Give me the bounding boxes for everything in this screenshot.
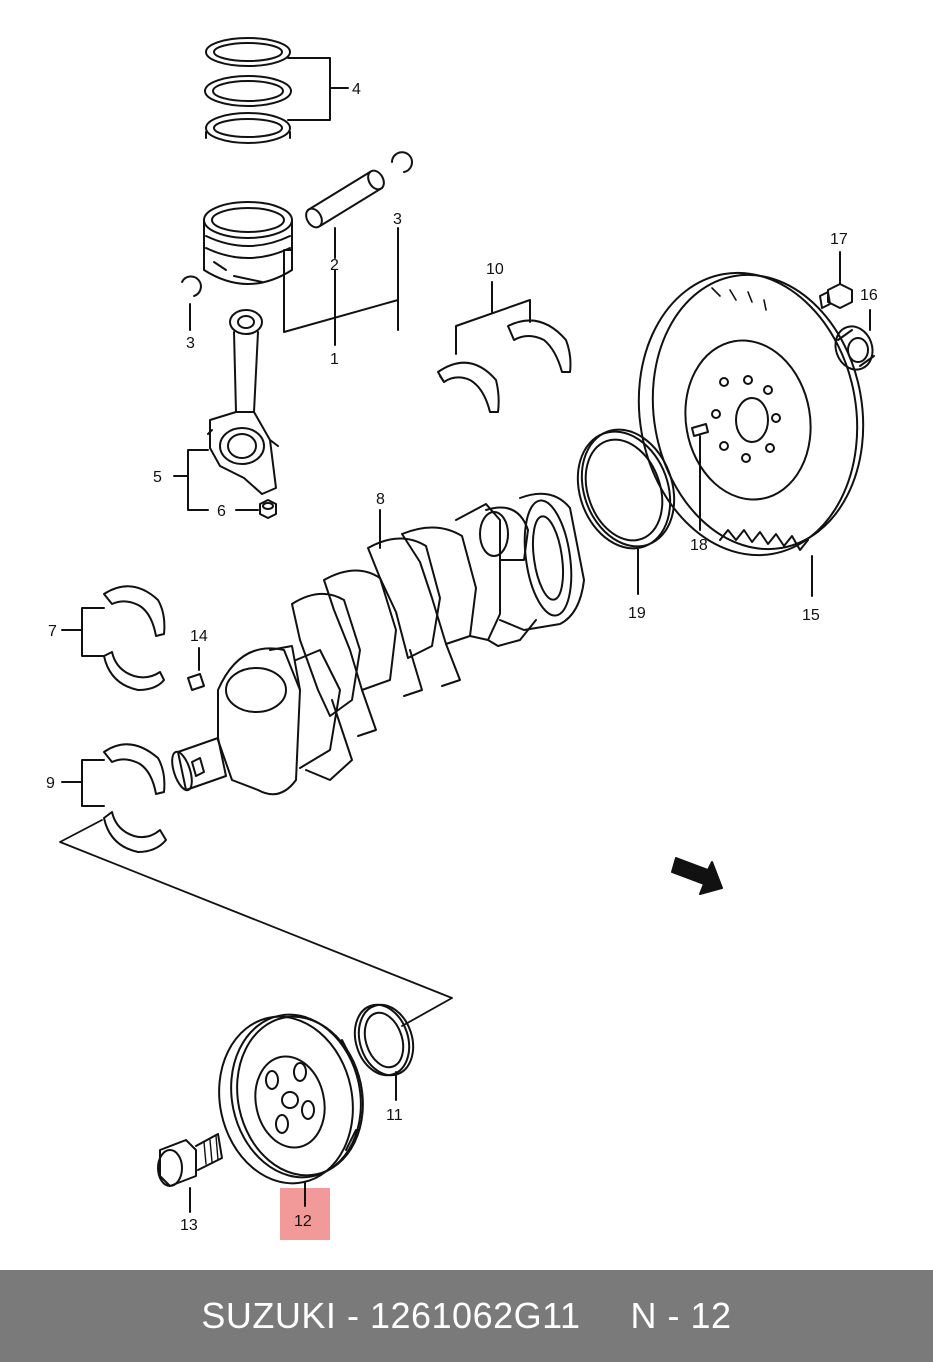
label-12: 12 bbox=[294, 1213, 312, 1230]
label-3-upper: 3 bbox=[393, 211, 402, 228]
oil-seal-rear bbox=[576, 428, 676, 550]
part-number: 1261062G11 bbox=[369, 1295, 581, 1336]
label-18: 18 bbox=[690, 537, 708, 554]
leader-9 bbox=[61, 759, 105, 807]
label-19: 19 bbox=[628, 605, 646, 622]
label-1: 1 bbox=[330, 351, 339, 368]
circlip-lower bbox=[181, 275, 202, 297]
ref-prefix: N bbox=[630, 1295, 657, 1336]
front-arrow-icon bbox=[671, 857, 723, 895]
assembly-leader bbox=[59, 819, 453, 1027]
label-7: 7 bbox=[48, 623, 57, 640]
piston bbox=[203, 201, 293, 285]
label-17: 17 bbox=[830, 231, 848, 248]
leader-7 bbox=[61, 607, 105, 657]
label-4: 4 bbox=[352, 81, 361, 98]
label-5: 5 bbox=[153, 469, 162, 486]
label-6: 6 bbox=[217, 503, 226, 520]
pulley-bolt bbox=[157, 1133, 223, 1187]
rod-nut bbox=[259, 499, 277, 519]
connecting-rod bbox=[207, 309, 279, 495]
woodruff-key bbox=[187, 673, 205, 691]
leader-5 bbox=[173, 449, 209, 511]
piston-rings bbox=[204, 37, 292, 144]
label-2: 2 bbox=[330, 257, 339, 274]
bearing-pair-9 bbox=[103, 743, 167, 853]
leader-10 bbox=[455, 281, 531, 355]
label-16: 16 bbox=[860, 287, 878, 304]
oil-seal-front bbox=[353, 1003, 415, 1077]
crankshaft bbox=[171, 492, 585, 796]
piston-pin bbox=[305, 169, 385, 229]
label-3-lower: 3 bbox=[186, 335, 195, 352]
ref-separator: - bbox=[667, 1295, 681, 1336]
label-14: 14 bbox=[190, 628, 208, 645]
flywheel bbox=[637, 271, 865, 557]
footer-bar: SUZUKI - 1261062G11 N - 12 bbox=[0, 1270, 933, 1362]
ref-number: 12 bbox=[690, 1295, 732, 1336]
label-11: 11 bbox=[386, 1107, 403, 1124]
pilot-bearing bbox=[834, 325, 875, 371]
label-10: 10 bbox=[486, 261, 504, 278]
label-15: 15 bbox=[802, 607, 820, 624]
bearing-pair-10 bbox=[437, 319, 572, 413]
crankshaft-pulley bbox=[218, 1013, 364, 1185]
parts-diagram: 4 2 3 3 1 10 5 6 8 7 14 9 19 18 15 17 16… bbox=[46, 37, 878, 1240]
leader-4 bbox=[287, 57, 349, 121]
dowel-pin bbox=[691, 423, 709, 437]
brand-separator: - bbox=[346, 1295, 360, 1336]
circlip-upper bbox=[391, 151, 413, 173]
label-13: 13 bbox=[180, 1217, 198, 1234]
bearing-pair-7 bbox=[103, 585, 166, 691]
label-9: 9 bbox=[46, 775, 55, 792]
label-8: 8 bbox=[376, 491, 385, 508]
leader-1-bracket bbox=[283, 249, 399, 333]
flywheel-bolt bbox=[819, 283, 853, 309]
brand-name: SUZUKI bbox=[201, 1295, 337, 1336]
